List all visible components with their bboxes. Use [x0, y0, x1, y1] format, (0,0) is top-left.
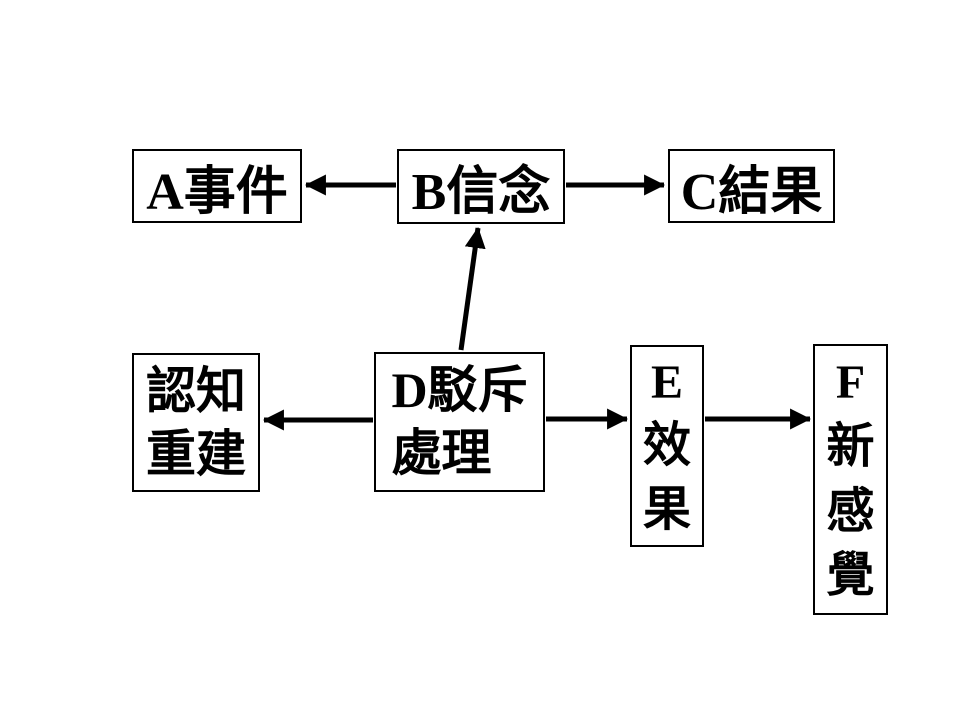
node-b-belief-label: B信念	[411, 164, 551, 221]
node-cognitive-restructuring-label: 認知 重建	[146, 362, 246, 482]
node-cognitive-restructuring: 認知 重建	[132, 353, 260, 492]
node-a-event: A事件	[132, 149, 302, 223]
node-d-dispute: D駁斥 處理	[374, 352, 545, 492]
node-f-new-feeling: F 新 感 覺	[813, 344, 888, 615]
node-e-effect: E 效 果	[630, 345, 704, 547]
node-c-consequence-label: C結果	[680, 163, 823, 221]
arrow-d-to-b	[458, 226, 486, 351]
node-d-dispute-label: D駁斥 處理	[391, 362, 528, 481]
node-f-new-feeling-label: F 新 感 覺	[826, 355, 875, 602]
node-a-event-label: A事件	[146, 163, 288, 221]
node-c-consequence: C結果	[668, 149, 835, 223]
node-e-effect-label: E 效 果	[642, 355, 691, 536]
node-b-belief: B信念	[397, 149, 565, 224]
